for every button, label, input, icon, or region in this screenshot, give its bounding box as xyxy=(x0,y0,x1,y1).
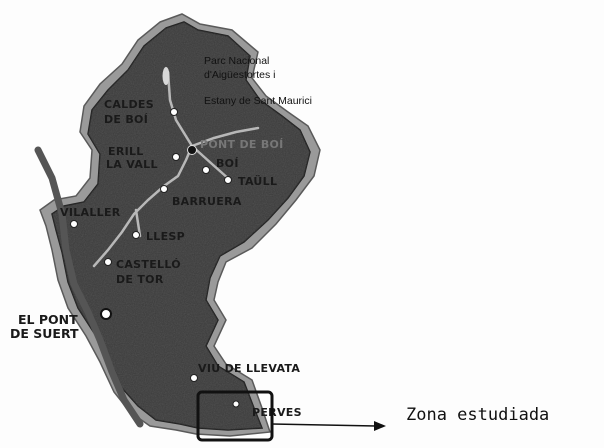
label-perves: PERVES xyxy=(252,406,302,419)
label-pont-de-boi: PONT DE BOÍ xyxy=(200,138,284,151)
dot-boi xyxy=(202,166,210,174)
rivers xyxy=(92,70,260,268)
label-caldes-2: DE BOÍ xyxy=(104,113,148,126)
label-pont-suert-1: EL PONT xyxy=(18,312,78,327)
left-boundary-band xyxy=(34,146,144,428)
study-area-box xyxy=(196,390,274,442)
dot-castello xyxy=(104,258,112,266)
label-vilaller: VILALLER xyxy=(60,206,121,219)
dot-erill xyxy=(172,153,180,161)
dot-llesp xyxy=(132,231,140,239)
dot-vilaller xyxy=(70,220,78,228)
label-caldes-1: CALDES xyxy=(104,98,154,111)
dot-caldes xyxy=(170,108,178,116)
label-viu-de-llevata: VIU DE LLEVATA xyxy=(198,362,300,375)
label-castello-1: CASTELLÓ xyxy=(116,258,181,271)
dot-pont-de-boi xyxy=(187,145,197,155)
label-erill-1: ERILL xyxy=(108,145,144,158)
label-taull: TAÜLL xyxy=(238,174,277,188)
lake-sant-maurici xyxy=(162,67,170,85)
zona-estudiada-label: Zona estudiada xyxy=(406,405,549,425)
park-label-3: Estany de Sant Maurici xyxy=(204,95,312,107)
dot-barruera xyxy=(160,185,168,193)
label-pont-suert-2: DE SUERT xyxy=(10,326,79,341)
dot-taull xyxy=(224,176,232,184)
dot-perves xyxy=(232,400,240,408)
label-barruera: BARRUERA xyxy=(172,195,242,208)
dot-pont-de-suert xyxy=(100,308,112,320)
label-boi: BOÍ xyxy=(216,157,239,170)
label-llesp: LLESP xyxy=(146,230,185,243)
park-label-2: d'Aigüestortes i xyxy=(204,69,275,81)
dot-viu xyxy=(190,374,198,382)
park-label-1: Parc Nacional xyxy=(204,55,269,67)
label-castello-2: DE TOR xyxy=(116,273,164,286)
region-texture xyxy=(52,22,310,430)
label-erill-2: LA VALL xyxy=(106,158,158,171)
villages xyxy=(70,108,240,408)
annotation-arrow xyxy=(271,421,386,431)
